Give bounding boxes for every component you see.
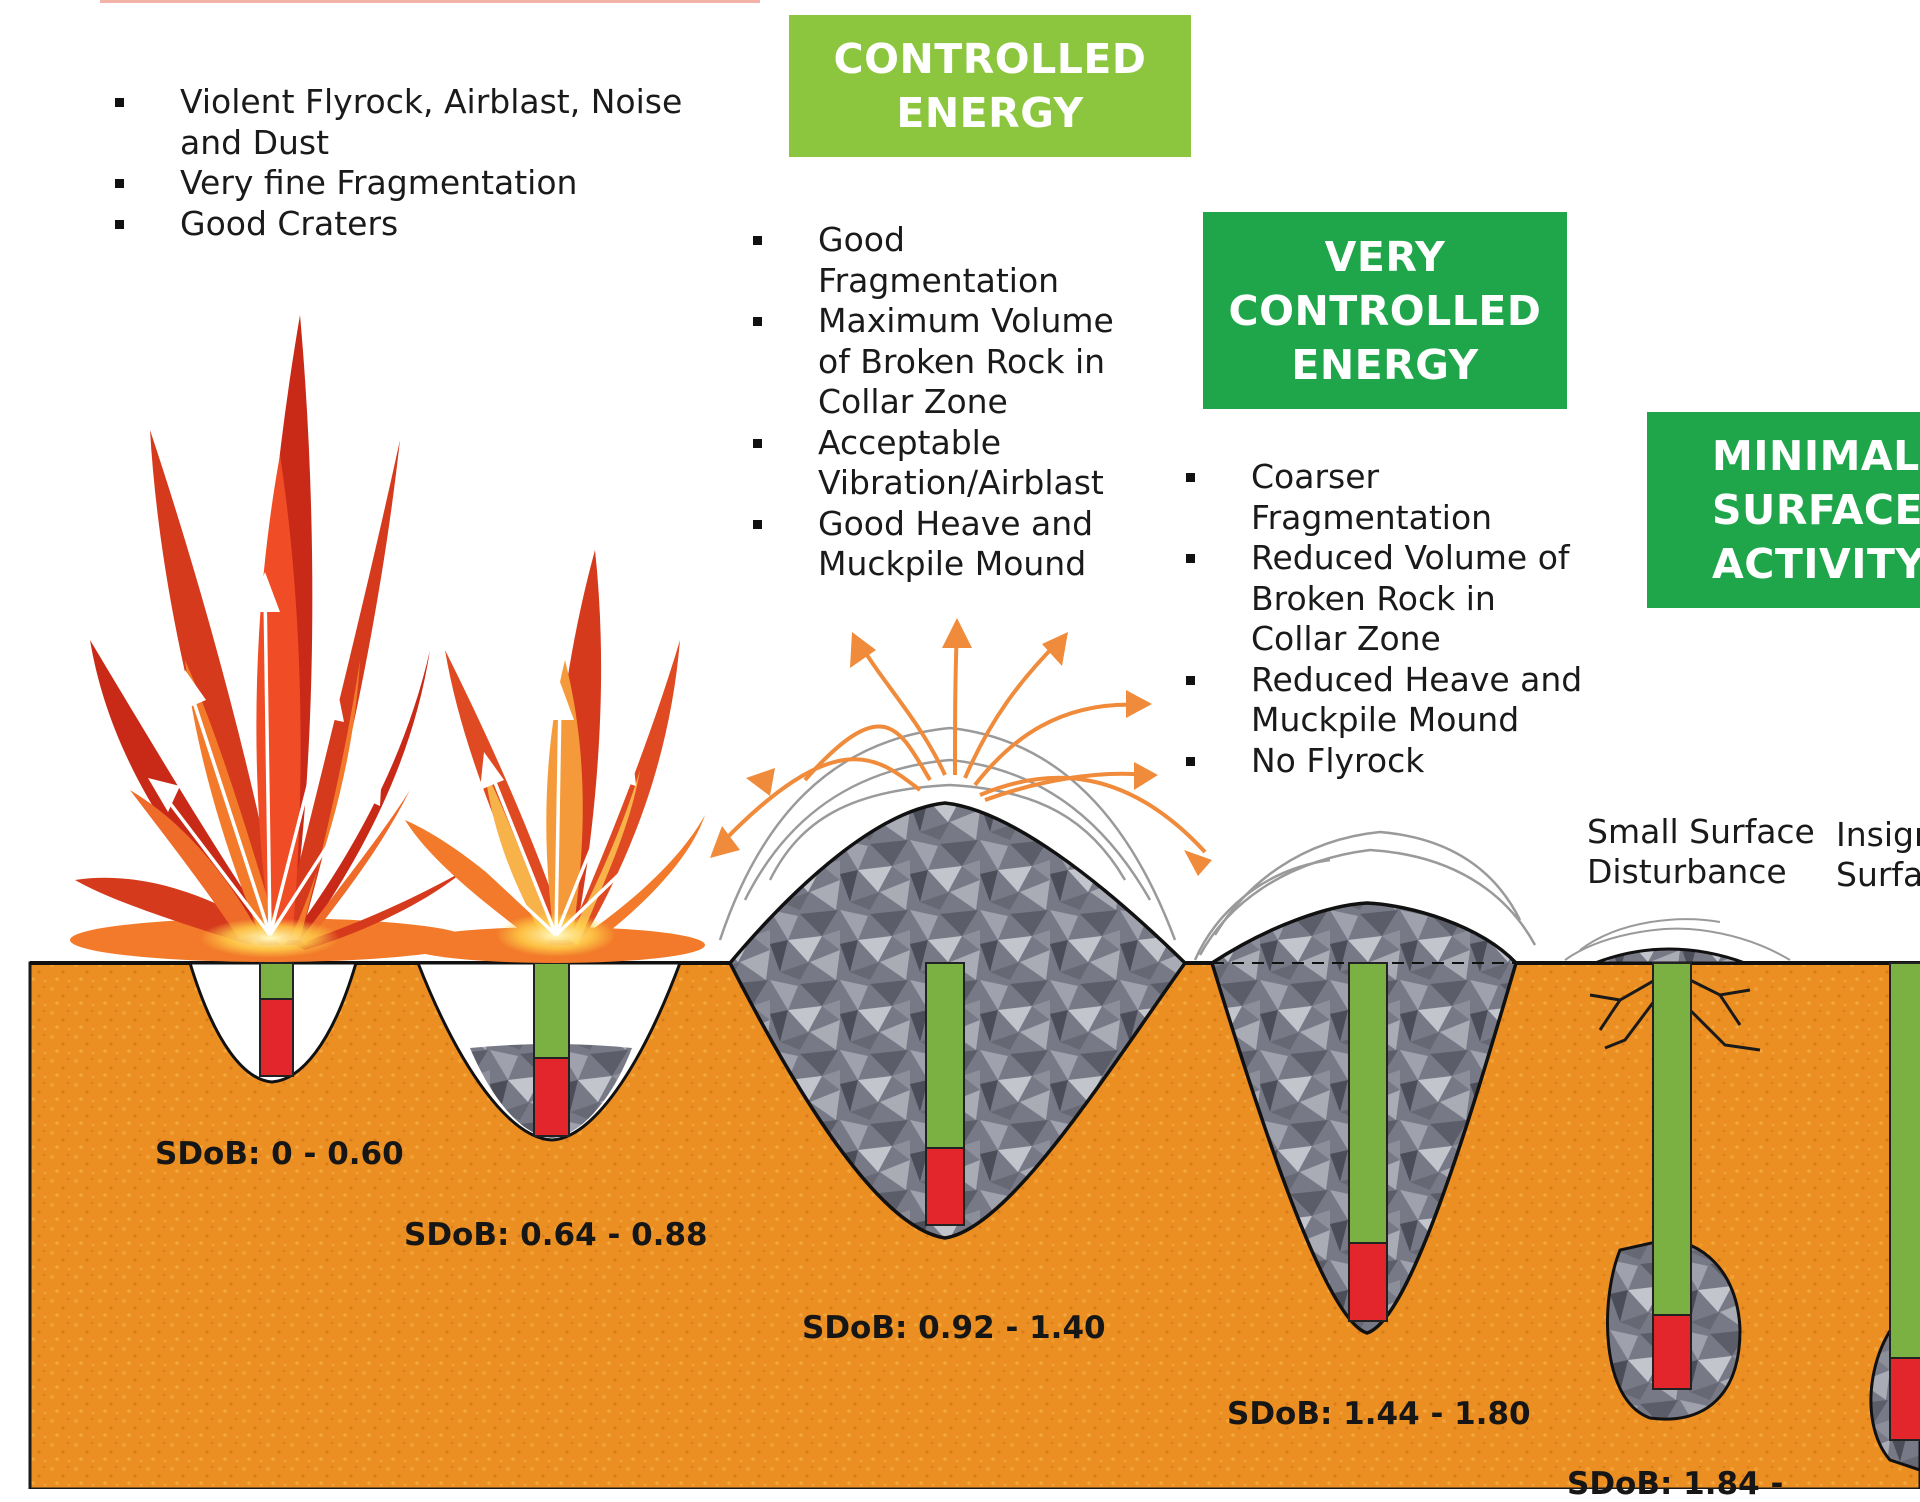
list-item: Very fine Fragmentation bbox=[115, 163, 715, 204]
crater-6-partial bbox=[1869, 962, 1920, 1472]
small-surface-label: Small Surface Disturbance bbox=[1587, 812, 1815, 891]
box-line: SURFACE bbox=[1712, 486, 1920, 534]
stemming-column bbox=[925, 962, 965, 1149]
box-line: ENERGY bbox=[896, 89, 1084, 137]
stemming-column bbox=[533, 962, 570, 1059]
insignificant-surface-text: Insignificant Surface bbox=[1836, 815, 1920, 894]
box-line: CONTROLLED bbox=[833, 35, 1147, 83]
box-line: ENERGY bbox=[1291, 340, 1479, 389]
flyrock-arrowheads bbox=[148, 572, 382, 812]
airblast-waves-5 bbox=[1564, 918, 1791, 961]
list-very-controlled: Coarser Fragmentation Reduced Volume of … bbox=[1186, 457, 1586, 781]
explosive-charge bbox=[259, 998, 294, 1077]
flyrock-arrowheads bbox=[452, 682, 668, 866]
crater-3-mound bbox=[727, 801, 1188, 1240]
minimal-surface-activity-box: MINIMAL SURFACE ACTIVITY bbox=[1647, 412, 1920, 608]
heave-waves-3 bbox=[718, 726, 1177, 941]
box-line: CONTROLLED bbox=[1228, 286, 1542, 335]
stemming-column bbox=[259, 962, 294, 1000]
explosive-charge bbox=[925, 1147, 965, 1226]
insignificant-surface-label: Insignificant Surface bbox=[1836, 815, 1920, 895]
list-item: Reduced Volume of Broken Rock in Collar … bbox=[1186, 538, 1586, 660]
flyrock-arrows bbox=[463, 699, 657, 937]
explosion-1-flames bbox=[70, 315, 470, 962]
box-line: VERY bbox=[1324, 232, 1446, 281]
list-item: Good Fragmentation bbox=[753, 220, 1153, 301]
stemming-column bbox=[1652, 962, 1692, 1316]
stemming-column bbox=[1889, 962, 1920, 1359]
list-item: Maximum Volume of Broken Rock in Collar … bbox=[753, 301, 1153, 423]
crater-2 bbox=[415, 961, 683, 1142]
stemming-column bbox=[1348, 962, 1388, 1244]
crack-lines bbox=[1589, 978, 1761, 1052]
sdob-label-3: SDoB: 0.92 - 1.40 bbox=[802, 1310, 1106, 1346]
list-item: Violent Flyrock, Airblast, Noise and Dus… bbox=[115, 82, 715, 163]
list-controlled: Good Fragmentation Maximum Volume of Bro… bbox=[753, 220, 1153, 585]
crater-1 bbox=[187, 961, 359, 1084]
list-item: Reduced Heave and Muckpile Mound bbox=[1186, 660, 1586, 741]
list-item: No Flyrock bbox=[1186, 741, 1586, 782]
explosive-charge bbox=[1348, 1242, 1388, 1322]
flyrock-arrows bbox=[158, 589, 372, 937]
sdob-label-1: SDoB: 0 - 0.60 bbox=[155, 1136, 404, 1172]
list-item: Good Heave and Muckpile Mound bbox=[753, 504, 1153, 585]
explosive-charge bbox=[1889, 1357, 1920, 1441]
list-item: Good Craters bbox=[115, 204, 715, 245]
explosion-2-flames bbox=[405, 550, 705, 963]
list-violent: Violent Flyrock, Airblast, Noise and Dus… bbox=[115, 82, 715, 244]
crater-5-small bbox=[1589, 947, 1761, 1421]
list-item: Acceptable Vibration/Airblast bbox=[753, 423, 1153, 504]
controlled-energy-box: CONTROLLED ENERGY bbox=[789, 15, 1191, 157]
box-line: MINIMAL bbox=[1712, 432, 1920, 480]
sdob-label-5: SDoB: 1.84 - bbox=[1567, 1466, 1784, 1502]
airblast-waves-4 bbox=[1193, 830, 1537, 961]
list-item: Coarser Fragmentation bbox=[1186, 457, 1586, 538]
crater-4-mound bbox=[1209, 901, 1518, 1335]
sdob-label-4: SDoB: 1.44 - 1.80 bbox=[1227, 1396, 1531, 1432]
heave-arrowheads-3 bbox=[710, 618, 1212, 876]
explosive-charge bbox=[533, 1057, 570, 1137]
top-accent-line bbox=[100, 0, 760, 3]
very-controlled-energy-box: VERY CONTROLLED ENERGY bbox=[1203, 212, 1567, 409]
heave-arrows-3 bbox=[718, 627, 1207, 854]
box-line: ACTIVITY bbox=[1712, 540, 1920, 588]
explosive-charge bbox=[1652, 1314, 1692, 1390]
sdob-label-2: SDoB: 0.64 - 0.88 bbox=[404, 1217, 708, 1253]
